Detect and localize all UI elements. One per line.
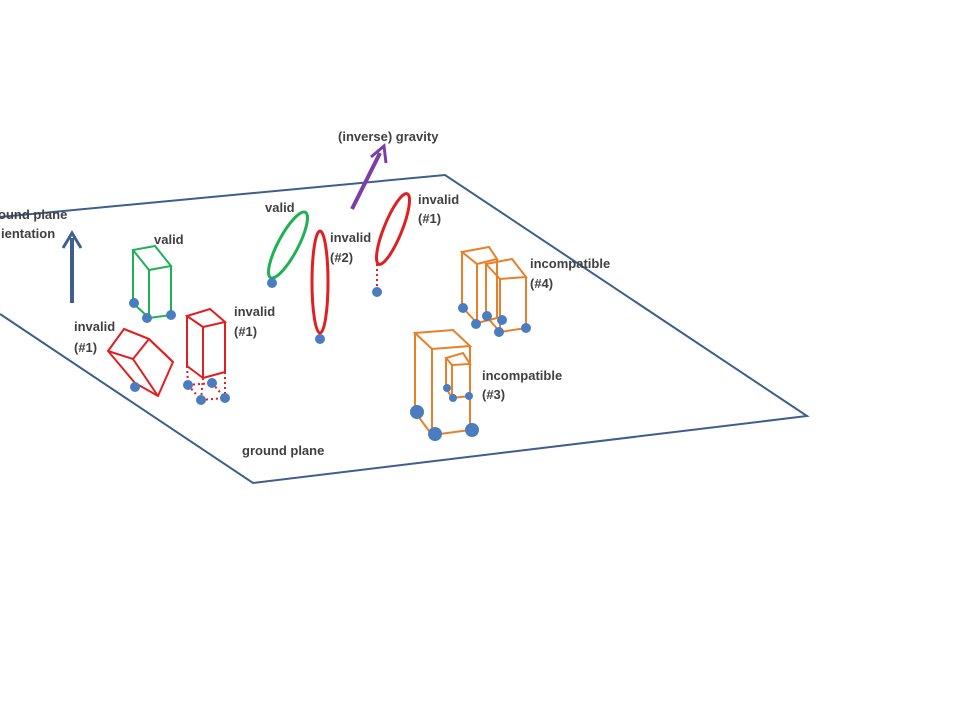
valid-box-point [142,313,152,323]
incompatible-3-boxes [412,328,473,436]
incompatible-4-point [521,323,531,333]
ground-plane-outline [0,173,810,485]
valid-ellipse-label: valid [265,200,295,215]
incompatible3-label-line1: incompatible [482,368,562,383]
gravity-arrow [350,143,388,210]
incompatible-3-point [465,392,473,400]
incompatible4-label-line1: incompatible [530,256,610,271]
gravity-label: (inverse) gravity [338,129,439,144]
valid-box-point [129,298,139,308]
invalid-tilted-box [106,327,175,398]
invalid-ellipse-2 [310,229,330,335]
invalid-floating-box-point [196,395,206,405]
incompatible3-label-line2: (#3) [482,387,505,402]
orientation-label-line2: ientation [1,226,55,241]
invalid-ellipse2-label-line2: (#2) [330,250,353,265]
invalid-tilted-label-line1: invalid [74,319,115,334]
invalid-ellipse1-label-line2: (#1) [418,211,441,226]
incompatible-4-point [482,311,492,321]
incompatible-4-boxes [459,245,528,333]
invalid-tilted-label-line2: (#1) [74,340,97,355]
incompatible-4-point [497,315,507,325]
incompatible-3-point [443,384,451,392]
invalid-floating-box-point [220,393,230,403]
incompatible-3-point [410,405,424,419]
valid-box-point [166,310,176,320]
invalid-ellipse1-label-line1: invalid [418,192,459,207]
valid-ellipse [267,210,309,280]
incompatible-4-point [471,319,481,329]
invalid-floating-box [184,307,228,379]
incompatible-3-point [428,427,442,441]
incompatible-3-point [465,423,479,437]
incompatible4-label-line2: (#4) [530,276,553,291]
ground-plane-label: ground plane [242,443,324,458]
invalid-floating-label-line2: (#1) [234,324,257,339]
invalid-ellipse2-label-line1: invalid [330,230,371,245]
invalid-floating-label-line1: invalid [234,304,275,319]
invalid-tilted-box-point [130,382,140,392]
invalid-floating-box-point [207,378,217,388]
invalid-ellipse-2-point [315,334,325,344]
incompatible-4-point [494,327,504,337]
valid-box [131,244,173,319]
orientation-arrow [61,230,83,303]
invalid-ellipse-1 [374,192,412,266]
valid-ellipse-point [267,278,277,288]
invalid-floating-box-point [183,380,193,390]
incompatible-4-point [458,303,468,313]
incompatible-3-point [449,394,457,402]
orientation-label-line1: ound plane [0,207,67,222]
valid-box-label: valid [154,232,184,247]
invalid-ellipse-1-point [372,287,382,297]
